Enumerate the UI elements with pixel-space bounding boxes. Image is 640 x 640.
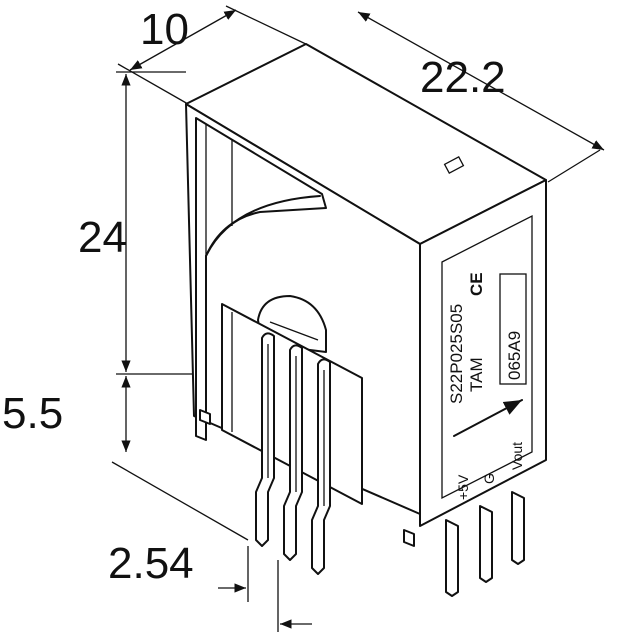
aperture-curve — [205, 195, 321, 257]
dimension-height-label: 24 — [78, 213, 127, 262]
pin-label-3: Vout — [509, 442, 525, 470]
pin-2 — [283, 344, 303, 561]
front-label-face — [419, 179, 547, 527]
right-side-pins — [445, 491, 525, 597]
pin-1 — [255, 332, 275, 547]
lot-code-text: 065A9 — [505, 331, 524, 380]
dimension-pin-length-label: 5.5 — [2, 389, 63, 438]
dimension-lines — [111, 5, 605, 632]
dimension-line-width — [129, 9, 237, 71]
dimension-width-label: 10 — [140, 5, 189, 54]
front-pins — [255, 332, 331, 575]
part-number-text: S22P025S05 — [447, 304, 466, 404]
extension-line-length — [547, 149, 601, 183]
lot-code-frame — [499, 273, 527, 385]
label-panel — [441, 214, 533, 500]
left-tab — [199, 409, 211, 425]
extension-line-width-right — [225, 5, 311, 47]
pin-3 — [311, 358, 331, 575]
maker-text: TAM — [467, 357, 486, 392]
sensor-body — [185, 43, 547, 597]
ce-mark: CE — [467, 272, 486, 296]
pin-label-1: +5V — [455, 474, 471, 500]
pin-label-3-group: Vout — [509, 442, 525, 470]
boss-line — [269, 321, 319, 341]
pin-label-1-group: +5V — [455, 474, 471, 500]
maker-group: TAM — [467, 357, 486, 392]
dimension-pin-pitch-label: 2.54 — [108, 539, 194, 588]
pin-label-2: G — [481, 473, 497, 484]
top-marker — [443, 155, 465, 175]
right-tab — [403, 529, 415, 547]
current-direction-arrow — [453, 399, 523, 437]
ce-mark-group: CE — [467, 272, 486, 296]
dimension-length-label: 22.2 — [420, 53, 506, 102]
extension-line-width-left — [117, 63, 189, 105]
dimension-line-length — [357, 11, 605, 151]
lot-code-box: 065A9 — [499, 273, 527, 385]
part-number-group: S22P025S05 — [447, 304, 466, 404]
extension-line-pin-bottom — [111, 461, 249, 541]
pin-label-2-group: G — [481, 473, 497, 484]
